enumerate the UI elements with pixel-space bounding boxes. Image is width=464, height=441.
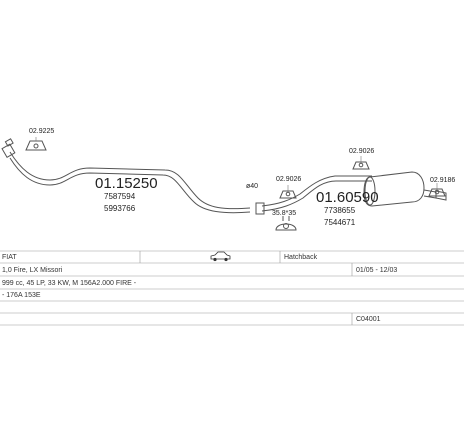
rear-silencer [363, 171, 447, 207]
catalog-id: C04001 [356, 316, 381, 323]
hanger-1 [25, 140, 47, 151]
car-icon [210, 251, 231, 262]
part-1-ref-2: 5993766 [104, 204, 136, 213]
engine-code: - 176A 153E [2, 292, 41, 299]
body-type: Hatchback [284, 254, 318, 261]
hanger-4 [428, 188, 446, 197]
pipe-diameter: ø40 [246, 183, 259, 190]
clamp-size: 35.8*35 [272, 210, 297, 217]
part-2-ref-2: 7544671 [324, 218, 356, 227]
vehicle-make: FIAT [2, 254, 17, 261]
vehicle-model: 1,0 Fire, LX Missori [2, 267, 63, 274]
hanger-4-number: 02.9186 [430, 177, 456, 184]
leader-lines [35, 137, 438, 191]
rear-pipe [255, 175, 372, 215]
engine-spec: 999 cc, 45 LP, 33 KW, M 156A2.000 FIRE - [2, 280, 137, 287]
hanger-2 [279, 190, 297, 199]
hanger-1-number: 02.9225 [29, 128, 55, 135]
hanger-2-number: 02.9026 [276, 176, 302, 183]
part-2-number: 01.60590 [316, 189, 379, 206]
hanger-3 [352, 161, 370, 170]
part-2-ref-1: 7738655 [324, 206, 356, 215]
part-1-ref-1: 7587594 [104, 192, 136, 201]
clamp [275, 216, 297, 231]
spec-table-grid [0, 250, 464, 326]
part-1-number: 01.15250 [95, 175, 158, 192]
hanger-3-number: 02.9026 [349, 148, 375, 155]
front-pipe [1, 138, 251, 214]
production-years: 01/05 - 12/03 [356, 267, 398, 274]
